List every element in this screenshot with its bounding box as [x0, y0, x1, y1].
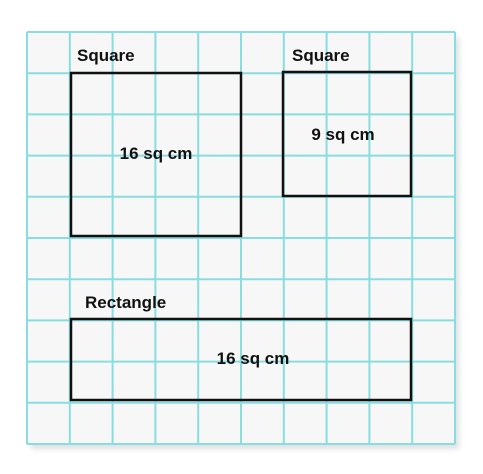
- square-small-area: 9 sq cm: [311, 125, 374, 144]
- shape-square-large: Square 16 sq cm: [69, 46, 243, 238]
- shape-rectangle: Rectangle 16 sq cm: [69, 293, 413, 402]
- shape-square-small: Square 9 sq cm: [281, 46, 413, 198]
- rectangle-title: Rectangle: [85, 293, 166, 312]
- square-small-outline: [281, 70, 413, 198]
- rectangle-area: 16 sq cm: [217, 349, 290, 368]
- square-large-title: Square: [77, 46, 135, 65]
- rectangle-outline: [69, 317, 413, 402]
- square-large-outline: [69, 71, 243, 238]
- square-large-area: 16 sq cm: [120, 144, 193, 163]
- square-small-title: Square: [292, 46, 350, 65]
